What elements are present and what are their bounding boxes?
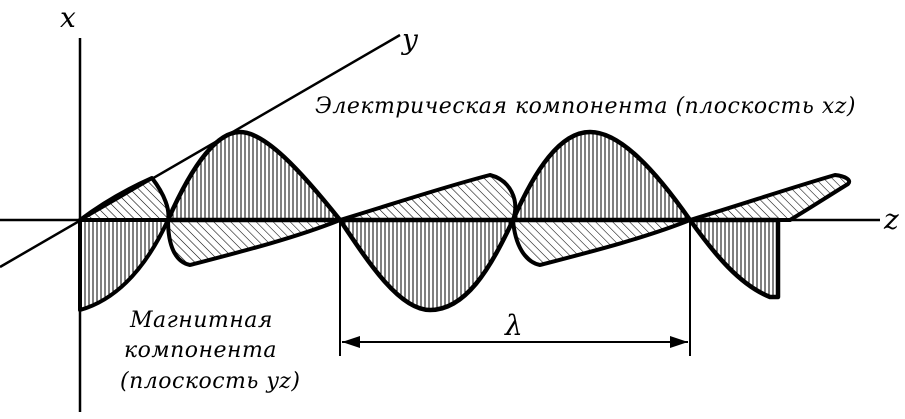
electric-lobe-4 [687, 217, 781, 300]
x-axis-label: x [60, 1, 76, 34]
magnetic-lobe-1 [78, 176, 171, 222]
magnetic-lobe-3 [338, 173, 518, 222]
magnetic-caption-line3: (плоскость yz) [120, 369, 301, 394]
electric-lobe-1 [165, 129, 343, 223]
magnetic-lobe-5 [688, 173, 852, 222]
y-axis [0, 33, 401, 269]
electric-lobe-0 [78, 218, 170, 312]
y-axis-label: y [402, 23, 418, 56]
magnetic-caption-line1: Магнитная [130, 308, 273, 333]
z-axis-label: z [884, 203, 899, 236]
magnetic-lobe-2 [166, 218, 342, 267]
magnetic-caption-line2: компонента [124, 338, 278, 363]
electric-lobe-2 [337, 217, 516, 313]
electric-lobe-3 [510, 129, 693, 223]
wavelength-arrowhead-right [670, 336, 688, 348]
electric-component-caption: Электрическая компонента (плоскость xz) [315, 94, 856, 119]
wavelength-label: λ [505, 309, 523, 342]
wavelength-arrowhead-left [342, 336, 360, 348]
magnetic-lobe-4 [511, 218, 692, 267]
